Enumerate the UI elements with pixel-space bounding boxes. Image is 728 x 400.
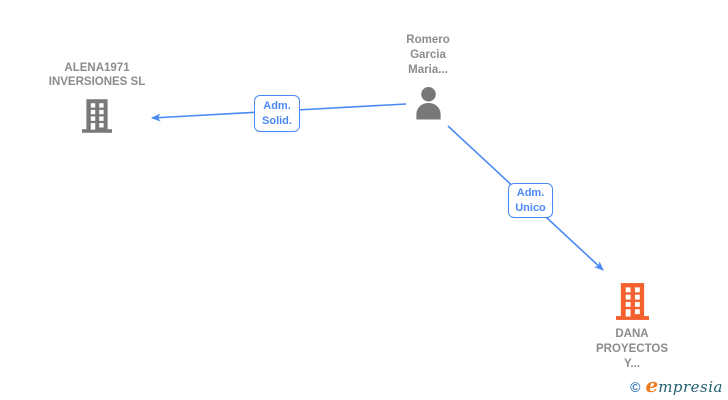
edge-label-adm-unico: Adm. Unico bbox=[508, 183, 553, 218]
node-label-line: Romero bbox=[406, 34, 450, 46]
empresia-logo[interactable]: © empresia bbox=[630, 373, 723, 397]
node-label: DANA PROYECTOS Y... bbox=[596, 327, 668, 372]
person-icon bbox=[413, 86, 444, 123]
brand-rest: mpresia bbox=[658, 378, 723, 396]
edge-label-line: Adm. bbox=[263, 99, 291, 112]
edge-label-line: Unico bbox=[515, 201, 546, 214]
node-label-line: Y... bbox=[624, 358, 640, 370]
edge-label-line: Adm. bbox=[516, 186, 545, 199]
node-label: Romero Garcia Maria... bbox=[406, 33, 449, 78]
node-label-line: DANA bbox=[615, 328, 649, 340]
edge-label-adm-solid: Adm. Solid. bbox=[254, 95, 300, 132]
node-romero-garcia-maria[interactable]: Romero Garcia Maria... bbox=[368, 33, 488, 123]
node-alena1971-inversiones[interactable]: ALENA1971 INVERSIONES SL bbox=[17, 61, 177, 136]
node-label-line: ALENA1971 bbox=[64, 62, 130, 74]
node-label-line: PROYECTOS bbox=[596, 343, 668, 355]
node-label-line: Maria... bbox=[408, 64, 448, 76]
node-dana-proyectos[interactable]: DANA PROYECTOS Y... bbox=[562, 283, 702, 372]
edge-label-line: Solid. bbox=[262, 114, 292, 127]
building-icon bbox=[82, 99, 112, 136]
brand-wordmark: empresia bbox=[645, 373, 723, 397]
copyright-icon: © bbox=[630, 379, 641, 395]
node-label-line: Garcia bbox=[410, 49, 446, 61]
node-label-line: INVERSIONES SL bbox=[48, 76, 146, 88]
node-label: ALENA1971 INVERSIONES SL bbox=[49, 61, 146, 89]
building-icon bbox=[615, 283, 649, 323]
brand-initial: e bbox=[645, 373, 659, 397]
